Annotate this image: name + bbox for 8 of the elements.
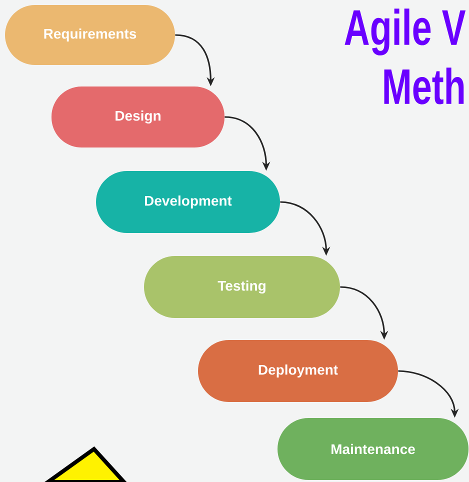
stage-pill: Maintenance: [278, 418, 468, 480]
stage-pill: Deployment: [198, 340, 398, 402]
stage-pill: Testing: [144, 256, 340, 318]
title-text: Meth: [384, 68, 464, 104]
stage-pill: Design: [52, 86, 224, 148]
title-text: Agile V: [344, 8, 466, 56]
stage-pill: Development: [96, 171, 280, 233]
stage-pill: Requirements: [5, 5, 175, 65]
